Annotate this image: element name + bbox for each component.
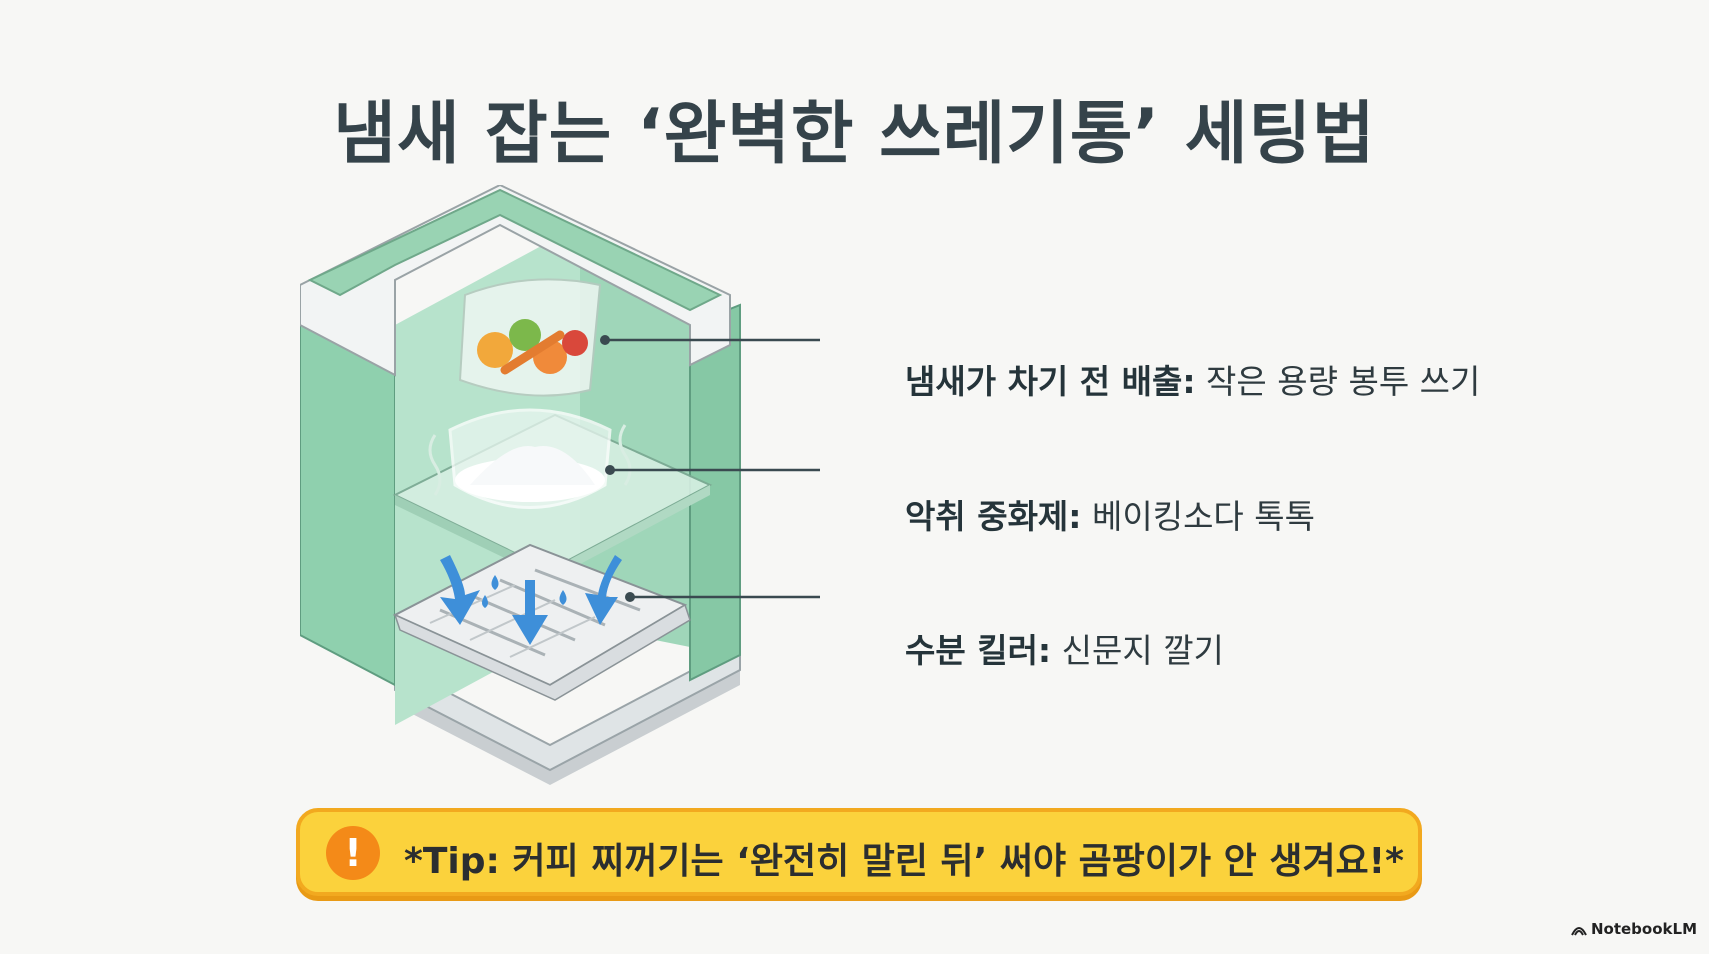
callout-paper-text: 신문지 깔기 (1051, 631, 1224, 670)
bin-lid (300, 185, 731, 377)
notebooklm-logo-icon (1571, 926, 1587, 935)
exclamation-icon: ! (326, 826, 380, 880)
water-flow-arrows-icon (440, 555, 622, 645)
callout-bag-title: 냄새가 차기 전 배출: (905, 362, 1196, 401)
food-waste-bag-icon (458, 278, 602, 397)
baking-soda-icon (448, 408, 612, 509)
bin-bottom (395, 670, 740, 785)
callout-bag-text: 작은 용량 봉투 쓰기 (1195, 362, 1481, 401)
brand-label: NotebookLM (1571, 920, 1697, 938)
trash-bin-illustration (300, 185, 820, 785)
callout-soda-text: 베이킹소다 톡톡 (1081, 497, 1315, 536)
page-title: 냄새 잡는 ‘완벽한 쓰레기통’ 세팅법 (333, 95, 1376, 174)
tip-box: ! *Tip: 커피 찌꺼기는 ‘완전히 말린 뒤’ 써야 곰팡이가 안 생겨요… (296, 808, 1422, 896)
callout-soda-title: 악취 중화제: (905, 497, 1082, 536)
callout-paper: 수분 킬러: 신문지 깔기 (905, 624, 1224, 672)
brand-text: NotebookLM (1590, 920, 1697, 938)
bin-left-wall (300, 313, 396, 687)
callout-soda: 악취 중화제: 베이킹소다 톡톡 (905, 490, 1315, 538)
callout-bag: 냄새가 차기 전 배출: 작은 용량 봉투 쓰기 (905, 355, 1480, 403)
callout-paper-title: 수분 킬러: (905, 631, 1052, 670)
tip-text: *Tip: 커피 찌꺼기는 ‘완전히 말린 뒤’ 써야 곰팡이가 안 생겨요!* (404, 841, 1404, 882)
